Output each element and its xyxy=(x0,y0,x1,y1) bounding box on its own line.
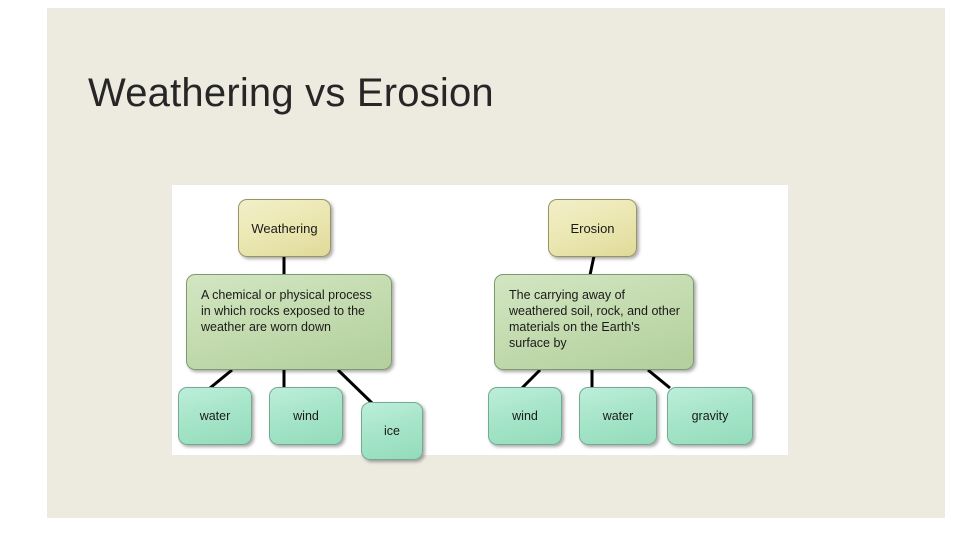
node-leaf-weathering-water[interactable]: water xyxy=(178,387,252,445)
node-root-erosion[interactable]: Erosion xyxy=(548,199,637,257)
node-description-weathering[interactable]: A chemical or physical process in which … xyxy=(186,274,392,370)
tree-erosion: Erosion The carrying away of weathered s… xyxy=(480,185,788,455)
node-leaf-weathering-ice[interactable]: ice xyxy=(361,402,423,460)
node-leaf-erosion-gravity[interactable]: gravity xyxy=(667,387,753,445)
node-root-weathering-label: Weathering xyxy=(251,220,318,236)
diagram-image-panel: Weathering A chemical or physical proces… xyxy=(172,185,788,460)
node-leaf-erosion-water[interactable]: water xyxy=(579,387,657,445)
node-root-weathering[interactable]: Weathering xyxy=(238,199,331,257)
node-leaf-erosion-gravity-label: gravity xyxy=(691,409,729,423)
node-root-erosion-label: Erosion xyxy=(570,220,615,236)
node-leaf-weathering-ice-label: ice xyxy=(384,424,400,438)
node-leaf-erosion-wind[interactable]: wind xyxy=(488,387,562,445)
node-description-erosion-label: The carrying away of weathered soil, roc… xyxy=(509,288,680,350)
slide-canvas: Weathering vs Erosion Weathering A chemi… xyxy=(47,8,945,518)
node-leaf-weathering-water-label: water xyxy=(199,409,231,423)
node-description-erosion[interactable]: The carrying away of weathered soil, roc… xyxy=(494,274,694,370)
page-title: Weathering vs Erosion xyxy=(88,71,494,115)
node-leaf-weathering-wind-label: wind xyxy=(293,409,319,423)
tree-weathering: Weathering A chemical or physical proces… xyxy=(172,185,480,460)
node-leaf-erosion-wind-label: wind xyxy=(512,409,538,423)
node-leaf-erosion-water-label: water xyxy=(602,409,634,423)
node-description-weathering-label: A chemical or physical process in which … xyxy=(201,288,372,334)
node-leaf-weathering-wind[interactable]: wind xyxy=(269,387,343,445)
